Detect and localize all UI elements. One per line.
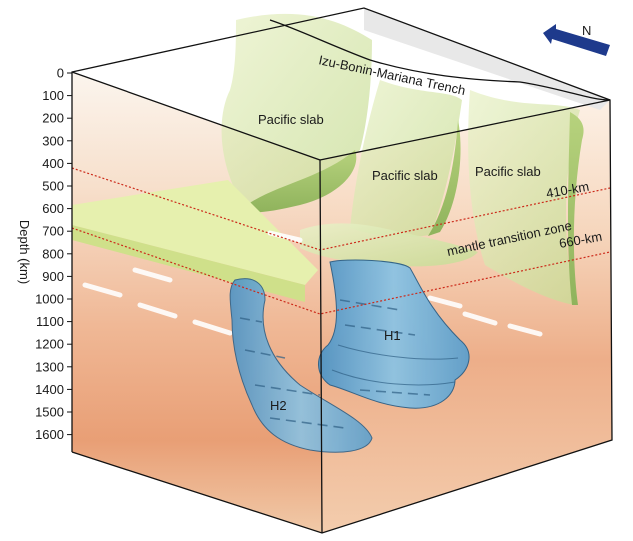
anomaly-h2-body (229, 278, 373, 453)
anomaly-h1-dashes (339, 299, 431, 396)
depth-axis: 0 100 200 300 400 500 600 700 800 900 1000 1100 1200… (35, 66, 72, 442)
north-arrow: N (543, 23, 610, 56)
anomaly-h2-label: H2 (270, 398, 287, 413)
anomaly-h1-label: H1 (384, 328, 401, 343)
depth-tick-label: 100 (42, 88, 64, 103)
trench-backwall (364, 8, 610, 110)
depth-tick-label: 200 (42, 111, 64, 126)
north-label: N (582, 23, 591, 38)
depth-tick-label: 400 (42, 156, 64, 171)
depth-tick-label: 1500 (35, 405, 64, 420)
depth-tick-label: 1400 (35, 382, 64, 397)
pacific-slab-left-curtain (221, 13, 372, 208)
pacific-slab-right-curtain (468, 90, 580, 305)
pacific-slab-right-edge (568, 112, 584, 305)
depth-tick-label: 300 (42, 133, 64, 148)
depth-tick-label: 0 (57, 66, 64, 81)
boundary-660-label: 660-km (558, 229, 603, 251)
depth-tick-label: 1300 (35, 359, 64, 374)
north-arrow-icon (543, 24, 610, 56)
stagnant-slab-tz (300, 223, 478, 267)
depth-tick-label: 500 (42, 179, 64, 194)
depth-tick-label: 900 (42, 269, 64, 284)
anomaly-h2-dashes (239, 317, 346, 429)
depth-tick-label: 1600 (35, 427, 64, 442)
boundary-660-line (71, 227, 611, 315)
depth-tick-label: 1000 (35, 292, 64, 307)
pacific-slab-middle-curtain (350, 80, 462, 238)
anomaly-h1-contour (331, 344, 459, 386)
depth-axis-label: Depth (km) (17, 220, 32, 284)
depth-tick-label: 1100 (36, 314, 64, 329)
trench-line (269, 19, 611, 101)
depth-tick-label: 1200 (35, 337, 64, 352)
depth-tick-label: 800 (42, 246, 64, 261)
white-streaks (82, 230, 543, 337)
block-edges (71, 7, 613, 534)
depth-tick-label: 700 (42, 224, 64, 239)
slab-label-2: Pacific slab (372, 168, 438, 183)
pacific-slab-left-lip (240, 150, 357, 213)
slab-label-1: Pacific slab (258, 112, 324, 127)
boundary-410-label: 410-km (545, 179, 590, 201)
stagnant-slab-left-top (72, 180, 318, 285)
depth-tick-label: 600 (42, 201, 64, 216)
anomaly-h1-body (318, 259, 470, 409)
slab-label-3: Pacific slab (475, 164, 541, 179)
